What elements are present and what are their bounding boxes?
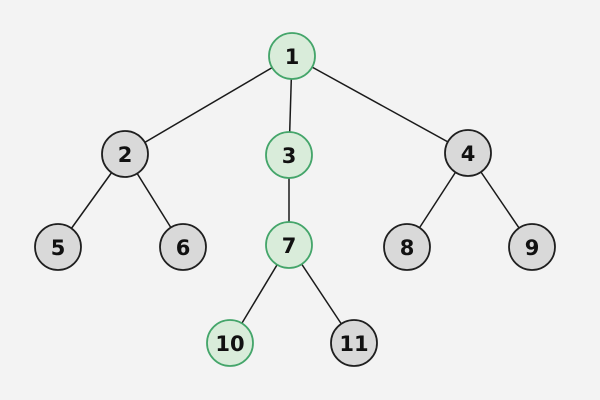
tree-node-7: 7 — [265, 221, 313, 269]
node-circle-5 — [34, 223, 82, 271]
node-circle-6 — [159, 223, 207, 271]
node-label-2: 2 — [118, 143, 133, 167]
node-label-8: 8 — [400, 236, 415, 260]
tree-node-6: 6 — [159, 223, 207, 271]
node-label-7: 7 — [282, 234, 297, 258]
tree-edge-1-2 — [124, 55, 293, 155]
tree-node-9: 9 — [508, 223, 556, 271]
node-label-9: 9 — [525, 236, 540, 260]
node-circle-4 — [444, 129, 492, 177]
tree-node-2: 2 — [101, 130, 149, 178]
node-circle-11 — [330, 319, 378, 367]
node-circle-1 — [268, 32, 316, 80]
node-label-5: 5 — [51, 236, 66, 260]
tree-node-4: 4 — [444, 129, 492, 177]
tree-node-1: 1 — [268, 32, 316, 80]
node-label-10: 10 — [215, 332, 244, 356]
node-circle-10 — [206, 319, 254, 367]
node-label-3: 3 — [282, 144, 297, 168]
node-label-6: 6 — [176, 236, 191, 260]
node-circle-9 — [508, 223, 556, 271]
node-label-4: 4 — [461, 142, 476, 166]
node-circle-3 — [265, 131, 313, 179]
node-circle-7 — [265, 221, 313, 269]
node-label-11: 11 — [339, 332, 368, 356]
node-label-1: 1 — [285, 45, 300, 69]
tree-node-8: 8 — [383, 223, 431, 271]
node-circle-2 — [101, 130, 149, 178]
tree-node-11: 11 — [330, 319, 378, 367]
tree-node-10: 10 — [206, 319, 254, 367]
tree-node-3: 3 — [265, 131, 313, 179]
tree-node-5: 5 — [34, 223, 82, 271]
tree-edge-1-4 — [291, 55, 469, 154]
node-circle-8 — [383, 223, 431, 271]
